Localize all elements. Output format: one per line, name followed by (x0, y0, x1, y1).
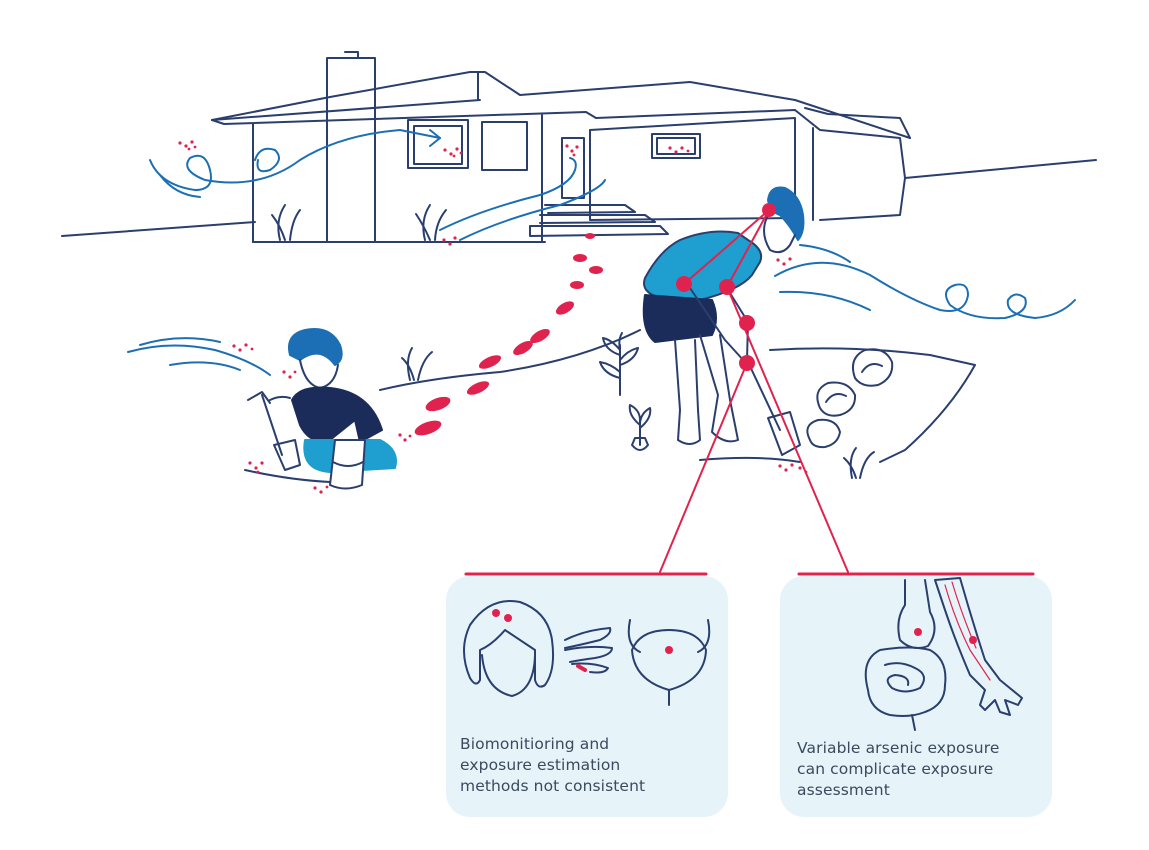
wind-gusts (127, 129, 1076, 376)
house (211, 51, 911, 243)
horizon-lines (61, 159, 1097, 237)
garden-plants (401, 332, 894, 479)
callout-connectors (464, 286, 1035, 576)
garden-terrain (244, 329, 976, 483)
hair-icon (463, 600, 555, 697)
arm-skin-icon (934, 577, 1023, 716)
callout-panel-variable-exposure (780, 576, 1052, 817)
biomonitoring-caption: Biomonitioring and exposure estimation m… (460, 735, 646, 795)
variable-exposure-caption: Variable arsenic exposure can complicate… (797, 739, 1000, 799)
bladder-icon (627, 619, 711, 706)
child-figure (247, 328, 397, 490)
adult-gardener-figure (642, 186, 805, 456)
callout-panel-biomonitoring (446, 576, 728, 817)
fingernails-icon (564, 627, 613, 674)
intestines-icon (864, 579, 947, 731)
footprints (414, 233, 603, 436)
arsenic-dust-particles (178, 140, 808, 494)
